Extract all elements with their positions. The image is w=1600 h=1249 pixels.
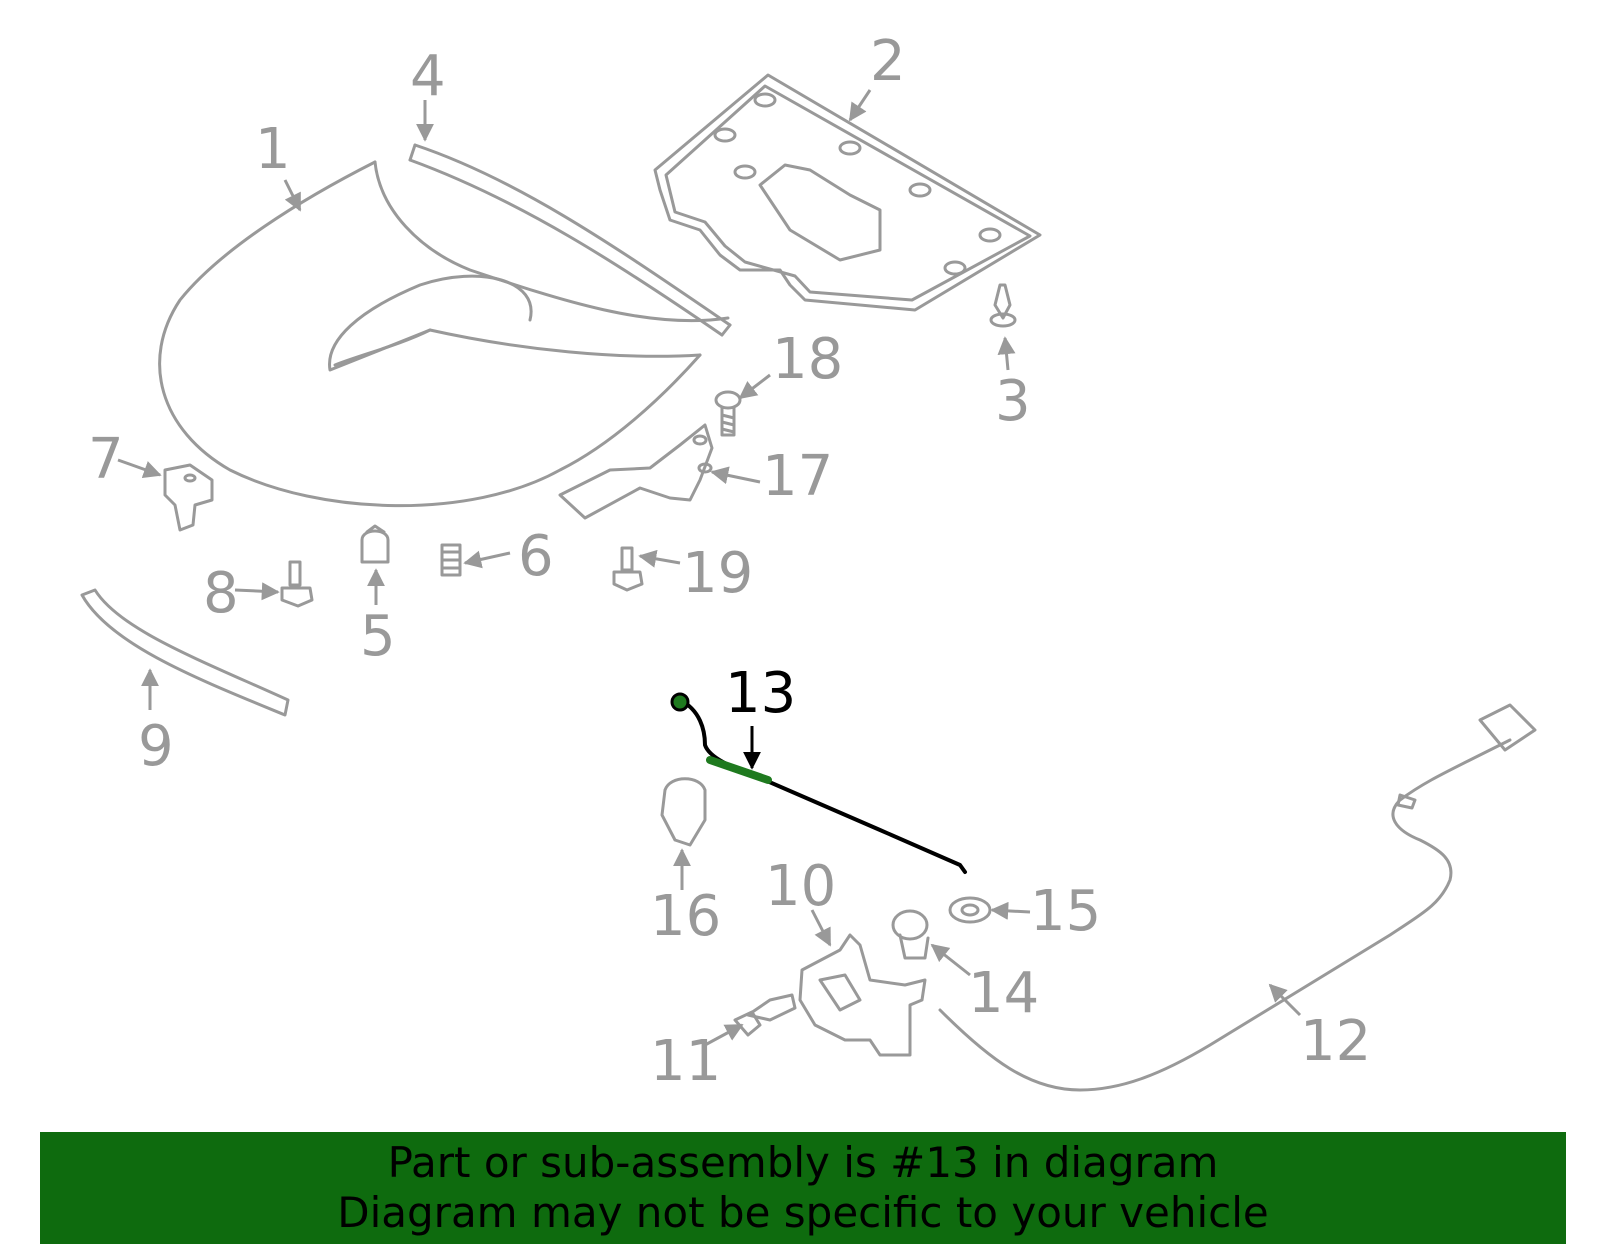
hinge-bolt-18 — [714, 390, 742, 437]
parts-diagram: 1 2 3 4 5 6 7 8 9 10 11 12 13 14 15 16 1… — [80, 29, 1537, 1094]
callout-9: 9 — [138, 714, 174, 779]
callout-14: 14 — [968, 961, 1039, 1026]
hood-latch — [798, 933, 927, 1057]
callout-1: 1 — [255, 117, 291, 182]
release-cable-12 — [938, 703, 1537, 1092]
bolt-11 — [733, 993, 797, 1037]
callout-6: 6 — [518, 524, 554, 589]
grommet-15 — [948, 896, 992, 924]
hood-stop-7 — [163, 463, 214, 532]
banner-line-1: Part or sub-assembly is #13 in diagram — [387, 1138, 1219, 1187]
callout-5: 5 — [360, 604, 396, 669]
bumper-6 — [440, 543, 462, 577]
info-banner: Part or sub-assembly is #13 in diagram D… — [40, 1132, 1566, 1244]
callout-17: 17 — [762, 444, 833, 509]
callout-8: 8 — [203, 561, 239, 626]
callout-4: 4 — [410, 44, 446, 109]
hood-seal — [408, 143, 732, 337]
hood-hinge — [558, 423, 714, 520]
rod-clip-16 — [660, 777, 707, 847]
callout-18: 18 — [772, 327, 843, 392]
bolt-19 — [612, 546, 644, 592]
callout-3: 3 — [995, 369, 1031, 434]
hood-panel — [158, 160, 730, 508]
bolt-8 — [280, 560, 314, 608]
front-seal-9 — [80, 588, 290, 717]
callout-15: 15 — [1030, 879, 1101, 944]
callout-11: 11 — [650, 1029, 721, 1094]
callout-2: 2 — [870, 29, 906, 94]
callout-13: 13 — [725, 661, 796, 726]
callout-16: 16 — [650, 884, 721, 949]
callout-12: 12 — [1300, 1009, 1371, 1074]
insulator-clip — [989, 283, 1017, 328]
release-rod-13 — [670, 692, 967, 874]
bumper-5 — [360, 524, 390, 564]
callout-19: 19 — [682, 541, 753, 606]
bumper-14 — [891, 909, 930, 960]
hood-insulator — [653, 73, 1042, 312]
callout-7: 7 — [88, 427, 124, 492]
callout-10: 10 — [765, 854, 836, 919]
banner-line-2: Diagram may not be specific to your vehi… — [337, 1188, 1269, 1237]
